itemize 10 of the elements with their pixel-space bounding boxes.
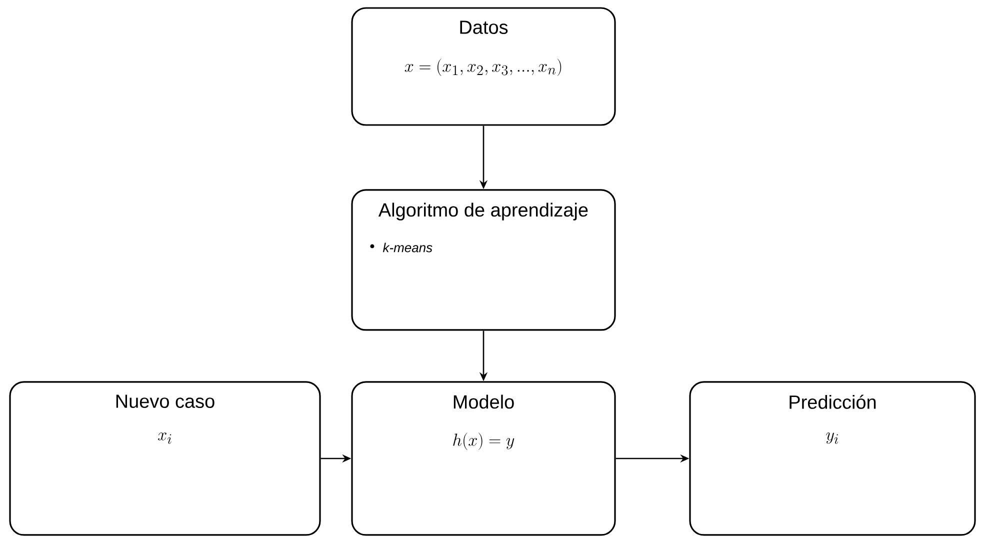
formula: $x_i$ — [158, 432, 172, 444]
formula: $y_i$ — [826, 432, 838, 444]
list-item: k-means — [382, 242, 432, 252]
node-title: Modelo — [454, 394, 514, 409]
formula: $x = (x_1, x_2, x_3, ..., x_n)$ — [404, 58, 562, 76]
formula: $h(x) = y$ — [453, 432, 514, 450]
node-title: Algoritmo de aprendizaje — [378, 202, 588, 220]
node-title: Nuevo caso — [116, 394, 214, 408]
node-title: Predicción — [790, 394, 876, 409]
node-title: Datos — [460, 20, 508, 34]
